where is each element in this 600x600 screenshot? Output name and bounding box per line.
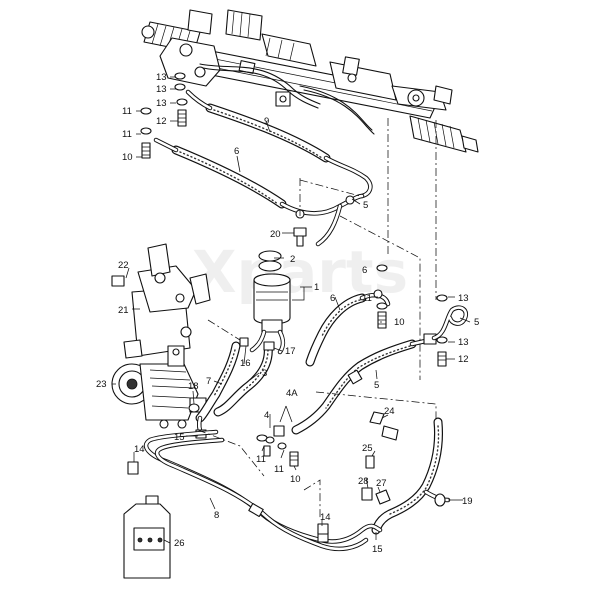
callout-19: 19	[462, 496, 473, 507]
callout-13: 13	[458, 293, 469, 304]
steering-rack	[141, 9, 479, 153]
hose-19	[371, 417, 451, 535]
callout-15: 15	[372, 544, 383, 555]
fluid-bottle-26	[123, 495, 171, 579]
callout-18: 18	[188, 381, 199, 392]
callout-4a: 4A	[286, 388, 298, 399]
right-fastener-stack	[376, 264, 448, 367]
callout-15: 15	[174, 432, 185, 443]
hose-6-upper	[153, 137, 365, 247]
left-fastener-stack	[140, 72, 188, 159]
callout-3: 3	[262, 368, 267, 379]
assembly-lines	[197, 118, 437, 520]
callout-12: 12	[156, 116, 167, 127]
hose-3	[213, 341, 273, 417]
callout-17: 17	[285, 346, 296, 357]
callouts: 13 13 13 12 11 11 10 9 6 5 20 2 1 22 21 …	[96, 72, 479, 555]
callout-13: 13	[156, 98, 167, 109]
callout-26: 26	[174, 538, 185, 549]
callout-7: 7	[206, 376, 211, 387]
callout-27: 27	[376, 478, 387, 489]
callout-11: 11	[256, 454, 266, 465]
hose-6-middle	[305, 289, 391, 367]
callout-25: 25	[362, 443, 373, 454]
callout-24: 24	[384, 406, 395, 417]
callout-23: 23	[96, 379, 107, 390]
callout-5: 5	[474, 317, 479, 328]
fitting-cluster-4	[256, 425, 299, 467]
callout-14: 14	[134, 444, 145, 455]
callout-11: 11	[122, 129, 132, 140]
bracket-21	[111, 243, 211, 359]
callout-20: 20	[270, 229, 281, 240]
callout-10: 10	[122, 152, 133, 163]
callout-21: 21	[118, 305, 129, 316]
callout-11: 11	[274, 464, 284, 475]
callout-1: 1	[314, 282, 319, 293]
callout-11: 11	[122, 106, 132, 117]
callout-10: 10	[290, 474, 301, 485]
leader-lines	[112, 76, 471, 544]
callout-13: 13	[156, 84, 167, 95]
callout-8: 8	[214, 510, 219, 521]
callout-4: 4	[264, 410, 269, 421]
callout-6: 11	[362, 293, 372, 304]
hose-5	[291, 305, 469, 435]
small-parts-right	[361, 411, 399, 505]
callout-14: 14	[320, 512, 331, 523]
callout-5: 5	[363, 200, 368, 211]
callout-12: 12	[458, 354, 469, 365]
callout-13: 13	[458, 337, 469, 348]
callout-28: 28	[358, 476, 369, 487]
hose-9	[185, 89, 373, 199]
pump-23	[111, 345, 207, 429]
callout-2: 2	[290, 254, 295, 265]
callout-6: 6	[330, 293, 335, 304]
cooler-line-8	[127, 429, 383, 552]
callout-22: 22	[118, 260, 129, 271]
callout-6: 6	[234, 146, 239, 157]
callout-16: 16	[240, 358, 251, 369]
callout-6: 6	[362, 265, 367, 276]
callout-5: 5	[374, 380, 379, 391]
callout-10: 10	[394, 317, 405, 328]
hose-7	[195, 341, 241, 423]
callout-9: 9	[264, 116, 269, 127]
callout-13: 13	[156, 72, 167, 83]
